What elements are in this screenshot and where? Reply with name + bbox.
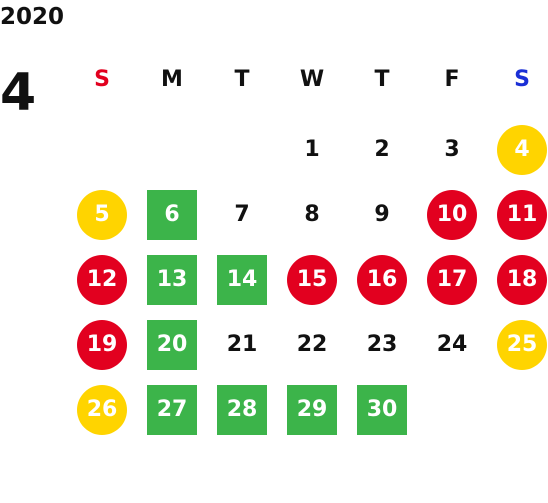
- day-cell[interactable]: 18: [497, 255, 547, 305]
- day-cell[interactable]: 20: [147, 320, 197, 370]
- day-cell[interactable]: 9: [374, 202, 390, 227]
- day-cell[interactable]: 5: [77, 190, 127, 240]
- day-cell[interactable]: 17: [427, 255, 477, 305]
- day-cell[interactable]: 30: [357, 385, 407, 435]
- day-cell[interactable]: 1: [304, 137, 320, 162]
- day-cell[interactable]: 22: [296, 332, 328, 357]
- day-cell[interactable]: 10: [427, 190, 477, 240]
- day-cell[interactable]: 28: [217, 385, 267, 435]
- weekday-sunday: S: [94, 67, 110, 92]
- day-cell[interactable]: 24: [436, 332, 468, 357]
- weekday-monday: M: [161, 67, 183, 92]
- weekday-friday: F: [444, 67, 460, 92]
- weekday-thursday: T: [374, 67, 390, 92]
- day-cell[interactable]: 13: [147, 255, 197, 305]
- day-cell[interactable]: 21: [226, 332, 258, 357]
- weekday-saturday: S: [514, 67, 530, 92]
- weekday-wednesday: W: [299, 67, 325, 92]
- day-cell[interactable]: 29: [287, 385, 337, 435]
- day-cell[interactable]: 3: [444, 137, 460, 162]
- calendar-month: 4: [0, 63, 37, 123]
- day-cell[interactable]: 7: [234, 202, 250, 227]
- day-cell[interactable]: 2: [374, 137, 390, 162]
- calendar-year: 2020: [0, 4, 65, 30]
- day-cell[interactable]: 12: [77, 255, 127, 305]
- day-cell[interactable]: 11: [497, 190, 547, 240]
- day-cell[interactable]: 19: [77, 320, 127, 370]
- day-cell[interactable]: 16: [357, 255, 407, 305]
- day-cell[interactable]: 27: [147, 385, 197, 435]
- day-cell[interactable]: 15: [287, 255, 337, 305]
- day-cell[interactable]: 26: [77, 385, 127, 435]
- day-cell[interactable]: 8: [304, 202, 320, 227]
- weekday-tuesday: T: [234, 67, 250, 92]
- day-cell[interactable]: 4: [497, 125, 547, 175]
- day-cell[interactable]: 14: [217, 255, 267, 305]
- day-cell[interactable]: 23: [366, 332, 398, 357]
- day-cell[interactable]: 25: [497, 320, 547, 370]
- day-cell[interactable]: 6: [147, 190, 197, 240]
